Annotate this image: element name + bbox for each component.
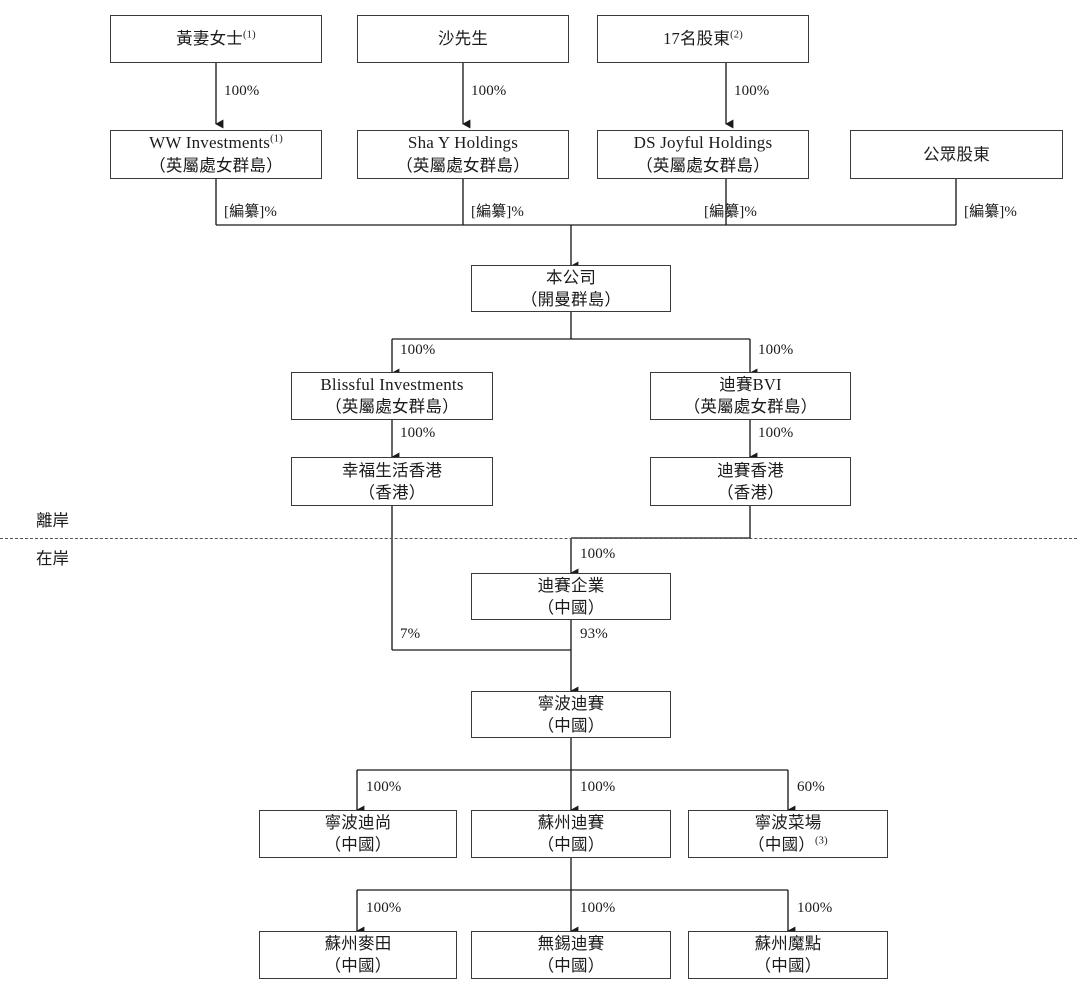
node-17-shareholders[interactable]: 17名股東(2) — [597, 15, 809, 63]
node-suzhou-modian-line1: 蘇州魔點 — [754, 934, 822, 954]
edge-label-ningbods-caichang: 60% — [797, 779, 825, 795]
node-ds-bvi[interactable]: 迪賽BVI （英屬處女群島） — [650, 372, 851, 420]
edge-label-huang-ww: 100% — [224, 83, 260, 99]
node-ningbo-dishang-line1: 寧波迪尚 — [324, 813, 392, 833]
node-ds-bvi-line1: 迪賽BVI — [719, 375, 782, 395]
node-ningbo-caichang-line1: 寧波菜場 — [754, 813, 822, 833]
node-ningbo-dishang-line2: （中國） — [324, 835, 392, 854]
node-ww-investments-line2: （英屬處女群島） — [149, 155, 283, 175]
node-the-company-line1: 本公司 — [545, 267, 597, 287]
offshore-onshore-divider — [0, 538, 1077, 539]
edge-label-ww-company: [編纂]% — [224, 204, 277, 220]
node-ningbo-ds-line1: 寧波迪賽 — [537, 693, 605, 713]
divider-label-onshore: 在岸 — [36, 549, 69, 568]
edge-label-shay-company: [編纂]% — [471, 204, 524, 220]
node-ningbo-dishang[interactable]: 寧波迪尚 （中國） — [259, 810, 457, 858]
node-suzhou-maitian[interactable]: 蘇州麥田 （中國） — [259, 931, 457, 979]
edge-label-public-company: [編纂]% — [964, 204, 1017, 220]
node-ds-joyful-holdings-line2: （英屬處女群島） — [636, 155, 770, 175]
node-ningbo-ds[interactable]: 寧波迪賽 （中國） — [471, 691, 671, 738]
footnote-marker: (2) — [730, 29, 743, 41]
node-ds-enterprise-line2: （中國） — [537, 597, 605, 617]
edge-label-sha-shay: 100% — [471, 83, 507, 99]
node-sha-line1: 沙先生 — [437, 29, 489, 49]
node-the-company[interactable]: 本公司 （開曼群島） — [471, 265, 671, 312]
node-blissful-investments-line2: （英屬處女群島） — [325, 397, 459, 417]
node-suzhou-maitian-line1: 蘇州麥田 — [324, 934, 392, 954]
node-huang[interactable]: 黃妻女士(1) — [110, 15, 322, 63]
node-xingfu-life-hk-line1: 幸福生活香港 — [341, 460, 443, 480]
edge-label-blissful-xingfuhk: 100% — [400, 425, 436, 441]
footnote-marker: (3) — [814, 835, 828, 847]
node-suzhou-ds-line1: 蘇州迪賽 — [537, 813, 605, 833]
node-the-company-line2: （開曼群島） — [520, 289, 622, 309]
node-suzhou-maitian-line2: （中國） — [324, 956, 392, 975]
footnote-marker: (1) — [242, 29, 256, 41]
node-ds-bvi-line2: （英屬處女群島） — [683, 397, 818, 416]
node-ningbo-ds-line2: （中國） — [537, 715, 605, 735]
node-ds-enterprise-line1: 迪賽企業 — [537, 575, 605, 595]
node-ds-hk-line1: 迪賽香港 — [717, 460, 784, 480]
edge-label-company-blissful: 100% — [400, 342, 436, 358]
node-sha[interactable]: 沙先生 — [357, 15, 569, 63]
node-wuxi-ds-line2: （中國） — [537, 956, 605, 975]
node-xingfu-life-hk-line2: （香港） — [358, 482, 426, 502]
node-ds-enterprise[interactable]: 迪賽企業 （中國） — [471, 573, 671, 620]
node-wuxi-ds[interactable]: 無錫迪賽 （中國） — [471, 931, 671, 979]
node-suzhou-modian[interactable]: 蘇州魔點 （中國） — [688, 931, 888, 979]
edge-label-ningbods-dishang: 100% — [366, 779, 402, 795]
footnote-marker: (1) — [270, 133, 283, 145]
node-xingfu-life-hk[interactable]: 幸福生活香港 （香港） — [291, 457, 493, 506]
node-public-shareholders[interactable]: 公眾股東 — [850, 130, 1063, 179]
edge-label-dshk-dsqiye: 100% — [580, 546, 616, 562]
edge-label-suzhouds-maitian: 100% — [366, 900, 402, 916]
edge-label-dsjoyful-company: [編纂]% — [704, 204, 757, 220]
edge-label-suzhouds-wuxi: 100% — [580, 900, 616, 916]
edge-label-dsqiye-ningbods: 93% — [580, 626, 608, 642]
node-sha-y-holdings[interactable]: Sha Y Holdings （英屬處女群島） — [357, 130, 569, 179]
divider-label-offshore: 離岸 — [36, 511, 69, 530]
node-ww-investments-line1: WW Investments(1) — [149, 133, 283, 153]
node-17-shareholders-line1: 17名股東(2) — [663, 29, 743, 49]
node-suzhou-ds[interactable]: 蘇州迪賽 （中國） — [471, 810, 671, 858]
node-public-shareholders-line1: 公眾股東 — [923, 144, 990, 164]
node-ds-hk[interactable]: 迪賽香港 （香港） — [650, 457, 851, 506]
node-ningbo-caichang[interactable]: 寧波菜場 （中國）(3) — [688, 810, 888, 858]
edge-label-ningbods-suzhouds: 100% — [580, 779, 616, 795]
edge-label-suzhouds-modian: 100% — [797, 900, 833, 916]
node-suzhou-modian-line2: （中國） — [754, 956, 822, 975]
node-blissful-investments-line1: Blissful Investments — [320, 374, 464, 394]
node-huang-line1: 黃妻女士(1) — [176, 29, 256, 49]
node-ds-joyful-holdings-line1: DS Joyful Holdings — [633, 133, 773, 153]
node-suzhou-ds-line2: （中國） — [537, 835, 605, 854]
node-sha-y-holdings-line1: Sha Y Holdings — [407, 133, 519, 153]
edge-label-company-dsbvi: 100% — [758, 342, 794, 358]
node-ningbo-caichang-line2: （中國）(3) — [748, 835, 828, 854]
edge-label-dsbvi-dshk: 100% — [758, 425, 794, 441]
node-ds-joyful-holdings[interactable]: DS Joyful Holdings （英屬處女群島） — [597, 130, 809, 179]
node-wuxi-ds-line1: 無錫迪賽 — [537, 934, 605, 954]
node-blissful-investments[interactable]: Blissful Investments （英屬處女群島） — [291, 372, 493, 420]
node-ww-investments[interactable]: WW Investments(1) （英屬處女群島） — [110, 130, 322, 179]
edge-label-xingfuhk-ningbods: 7% — [400, 626, 421, 642]
node-sha-y-holdings-line2: （英屬處女群島） — [396, 155, 530, 175]
edge-label-17-dsjoyful: 100% — [734, 83, 770, 99]
node-ds-hk-line2: （香港） — [717, 482, 784, 502]
